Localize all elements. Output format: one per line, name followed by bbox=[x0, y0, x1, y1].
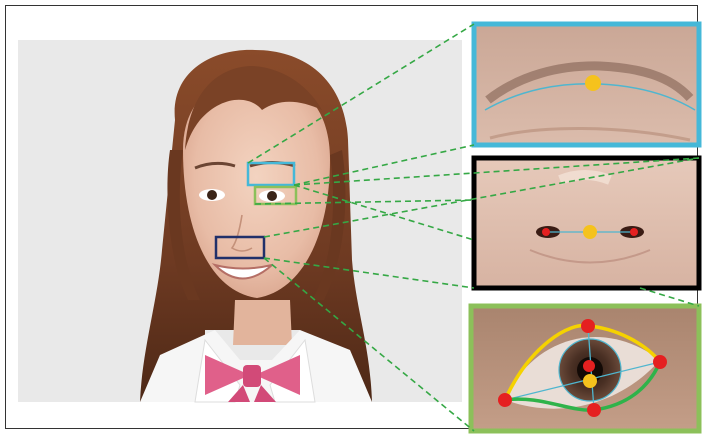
nose-center-landmark bbox=[583, 225, 597, 239]
eye-closeup-panel bbox=[471, 306, 699, 431]
eye-center-landmark bbox=[583, 374, 597, 388]
outer-eye-corner-landmark bbox=[653, 355, 667, 369]
lower-eyelid-landmark bbox=[587, 403, 601, 417]
portrait-photo bbox=[18, 40, 462, 402]
eyebrow-closeup-panel bbox=[474, 24, 699, 145]
nose-closeup-panel bbox=[474, 158, 699, 288]
left-nostril-landmark bbox=[542, 228, 550, 236]
neck bbox=[233, 300, 292, 345]
upper-eyelid-landmark bbox=[581, 319, 595, 333]
connector-panel-link bbox=[640, 288, 699, 306]
left-iris bbox=[207, 190, 217, 200]
bow-knot bbox=[243, 365, 261, 387]
inner-eye-corner-landmark bbox=[498, 393, 512, 407]
pupil-landmark bbox=[583, 360, 595, 372]
right-nostril-landmark bbox=[630, 228, 638, 236]
eyebrow-center-landmark bbox=[585, 75, 601, 91]
right-iris bbox=[267, 191, 277, 201]
